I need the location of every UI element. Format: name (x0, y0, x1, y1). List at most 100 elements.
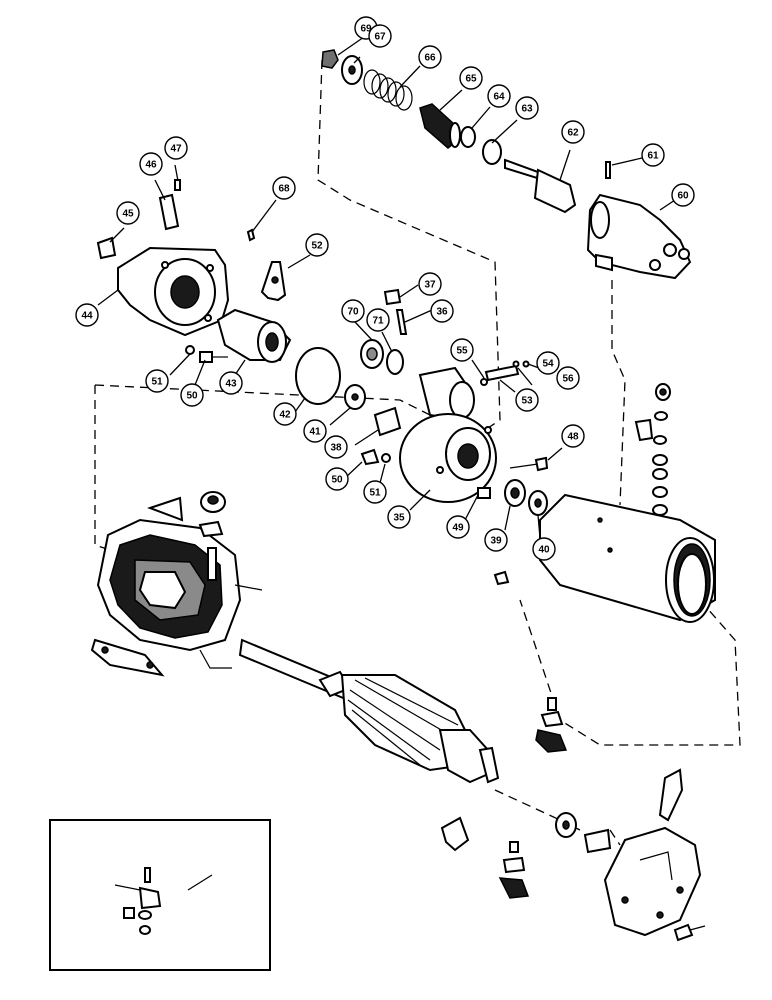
part-39-bearing (504, 479, 526, 507)
part-commutator-end-plate (603, 826, 702, 937)
callout-39: 39 (484, 528, 508, 552)
callout-number: 60 (677, 191, 689, 202)
callout-62: 62 (561, 120, 585, 144)
callout-number: 65 (465, 74, 477, 85)
callout-number: 38 (330, 443, 342, 454)
callout-38: 38 (324, 435, 348, 459)
callout-circle (75, 303, 99, 327)
callout-number: 50 (186, 391, 198, 402)
part-54-clip (512, 360, 520, 368)
callout-50a: 50 (180, 383, 204, 407)
callout-number: 44 (81, 311, 93, 322)
part-51a-washer (185, 345, 195, 355)
callout-circle (430, 299, 454, 323)
callout-circle (139, 152, 163, 176)
dashed-guide-frame (94, 384, 441, 421)
part-68-pin (246, 228, 256, 242)
callout-number: 40 (538, 545, 550, 556)
callout-number: 51 (369, 488, 381, 499)
part-terminal-nut (198, 491, 226, 538)
part-70-bushing (360, 339, 384, 369)
callout-49: 49 (446, 515, 470, 539)
part-washer-end (555, 812, 577, 838)
dashed-guide-frame-right (611, 280, 626, 506)
callout-54: 54 (536, 351, 560, 375)
part-40-washer (528, 490, 548, 516)
part-49-bolt (477, 487, 491, 499)
callout-number: 66 (424, 53, 436, 64)
callout-circle (164, 136, 188, 160)
part-51b-washer (381, 453, 391, 463)
part-end-bushing (583, 828, 612, 854)
callout-circle (272, 176, 296, 200)
callout-number: 36 (436, 307, 448, 318)
part-brush-holder-lower (498, 841, 530, 899)
callout-53: 53 (515, 388, 539, 412)
callout-number: 41 (309, 427, 321, 438)
callout-55: 55 (450, 338, 474, 362)
callout-circle (536, 351, 560, 375)
hardware-stack-right (634, 383, 671, 516)
callout-67: 67 (368, 24, 392, 48)
part-50b-bolt (360, 448, 380, 466)
callout-circle (363, 480, 387, 504)
part-46-shaft (158, 193, 180, 231)
part-48-bolt (509, 456, 549, 472)
callout-circle (641, 143, 665, 167)
dashed-guide-endplate (609, 829, 621, 846)
callout-number: 49 (452, 523, 464, 534)
callout-circle (671, 183, 695, 207)
part-55-ring (480, 378, 488, 386)
callout-56: 56 (556, 366, 580, 390)
callout-circle (487, 84, 511, 108)
callout-circle (446, 515, 470, 539)
callout-number: 55 (456, 346, 468, 357)
part-field-coils (96, 518, 263, 669)
part-41-washer (344, 384, 366, 410)
callout-number: 52 (311, 241, 323, 252)
callout-48: 48 (561, 424, 585, 448)
part-56-clip (522, 360, 530, 368)
callout-number: 47 (170, 144, 182, 155)
callouts: 6967666564636261604746454468523736707155… (75, 16, 695, 561)
callout-number: 50 (331, 475, 343, 486)
part-37-plug (383, 288, 402, 306)
callout-circle (418, 272, 442, 296)
part-armature (238, 638, 500, 784)
callout-65: 65 (459, 66, 483, 90)
part-67-washer (341, 55, 363, 85)
callout-40: 40 (532, 537, 556, 561)
callout-71: 71 (366, 308, 390, 332)
part-field-frame (493, 493, 716, 623)
callout-70: 70 (341, 299, 365, 323)
callout-51a: 51 (145, 369, 169, 393)
callout-circle (418, 45, 442, 69)
callout-circle (116, 201, 140, 225)
callout-circle (219, 371, 243, 395)
callout-36: 36 (430, 299, 454, 323)
part-pole-shoe (90, 638, 165, 677)
part-69-nut (321, 49, 339, 69)
part-60-solenoid (586, 193, 692, 280)
part-63-ring (482, 139, 502, 165)
part-35-nose-housing (399, 366, 497, 503)
callout-number: 35 (393, 513, 405, 524)
part-brush-holder-upper (535, 697, 568, 753)
callout-61: 61 (641, 143, 665, 167)
callout-circle (324, 435, 348, 459)
callout-46: 46 (139, 152, 163, 176)
part-38-bushing (373, 406, 402, 437)
part-65-boot (419, 103, 461, 149)
callout-number: 54 (542, 359, 554, 370)
callout-number: 67 (374, 32, 386, 43)
callout-37: 37 (418, 272, 442, 296)
part-through-bolt (658, 768, 684, 822)
callout-circle (180, 383, 204, 407)
part-61-pin (605, 161, 611, 179)
callout-63: 63 (515, 96, 539, 120)
inset-detail (49, 819, 271, 971)
callout-circle (368, 24, 392, 48)
callout-number: 51 (151, 377, 163, 388)
